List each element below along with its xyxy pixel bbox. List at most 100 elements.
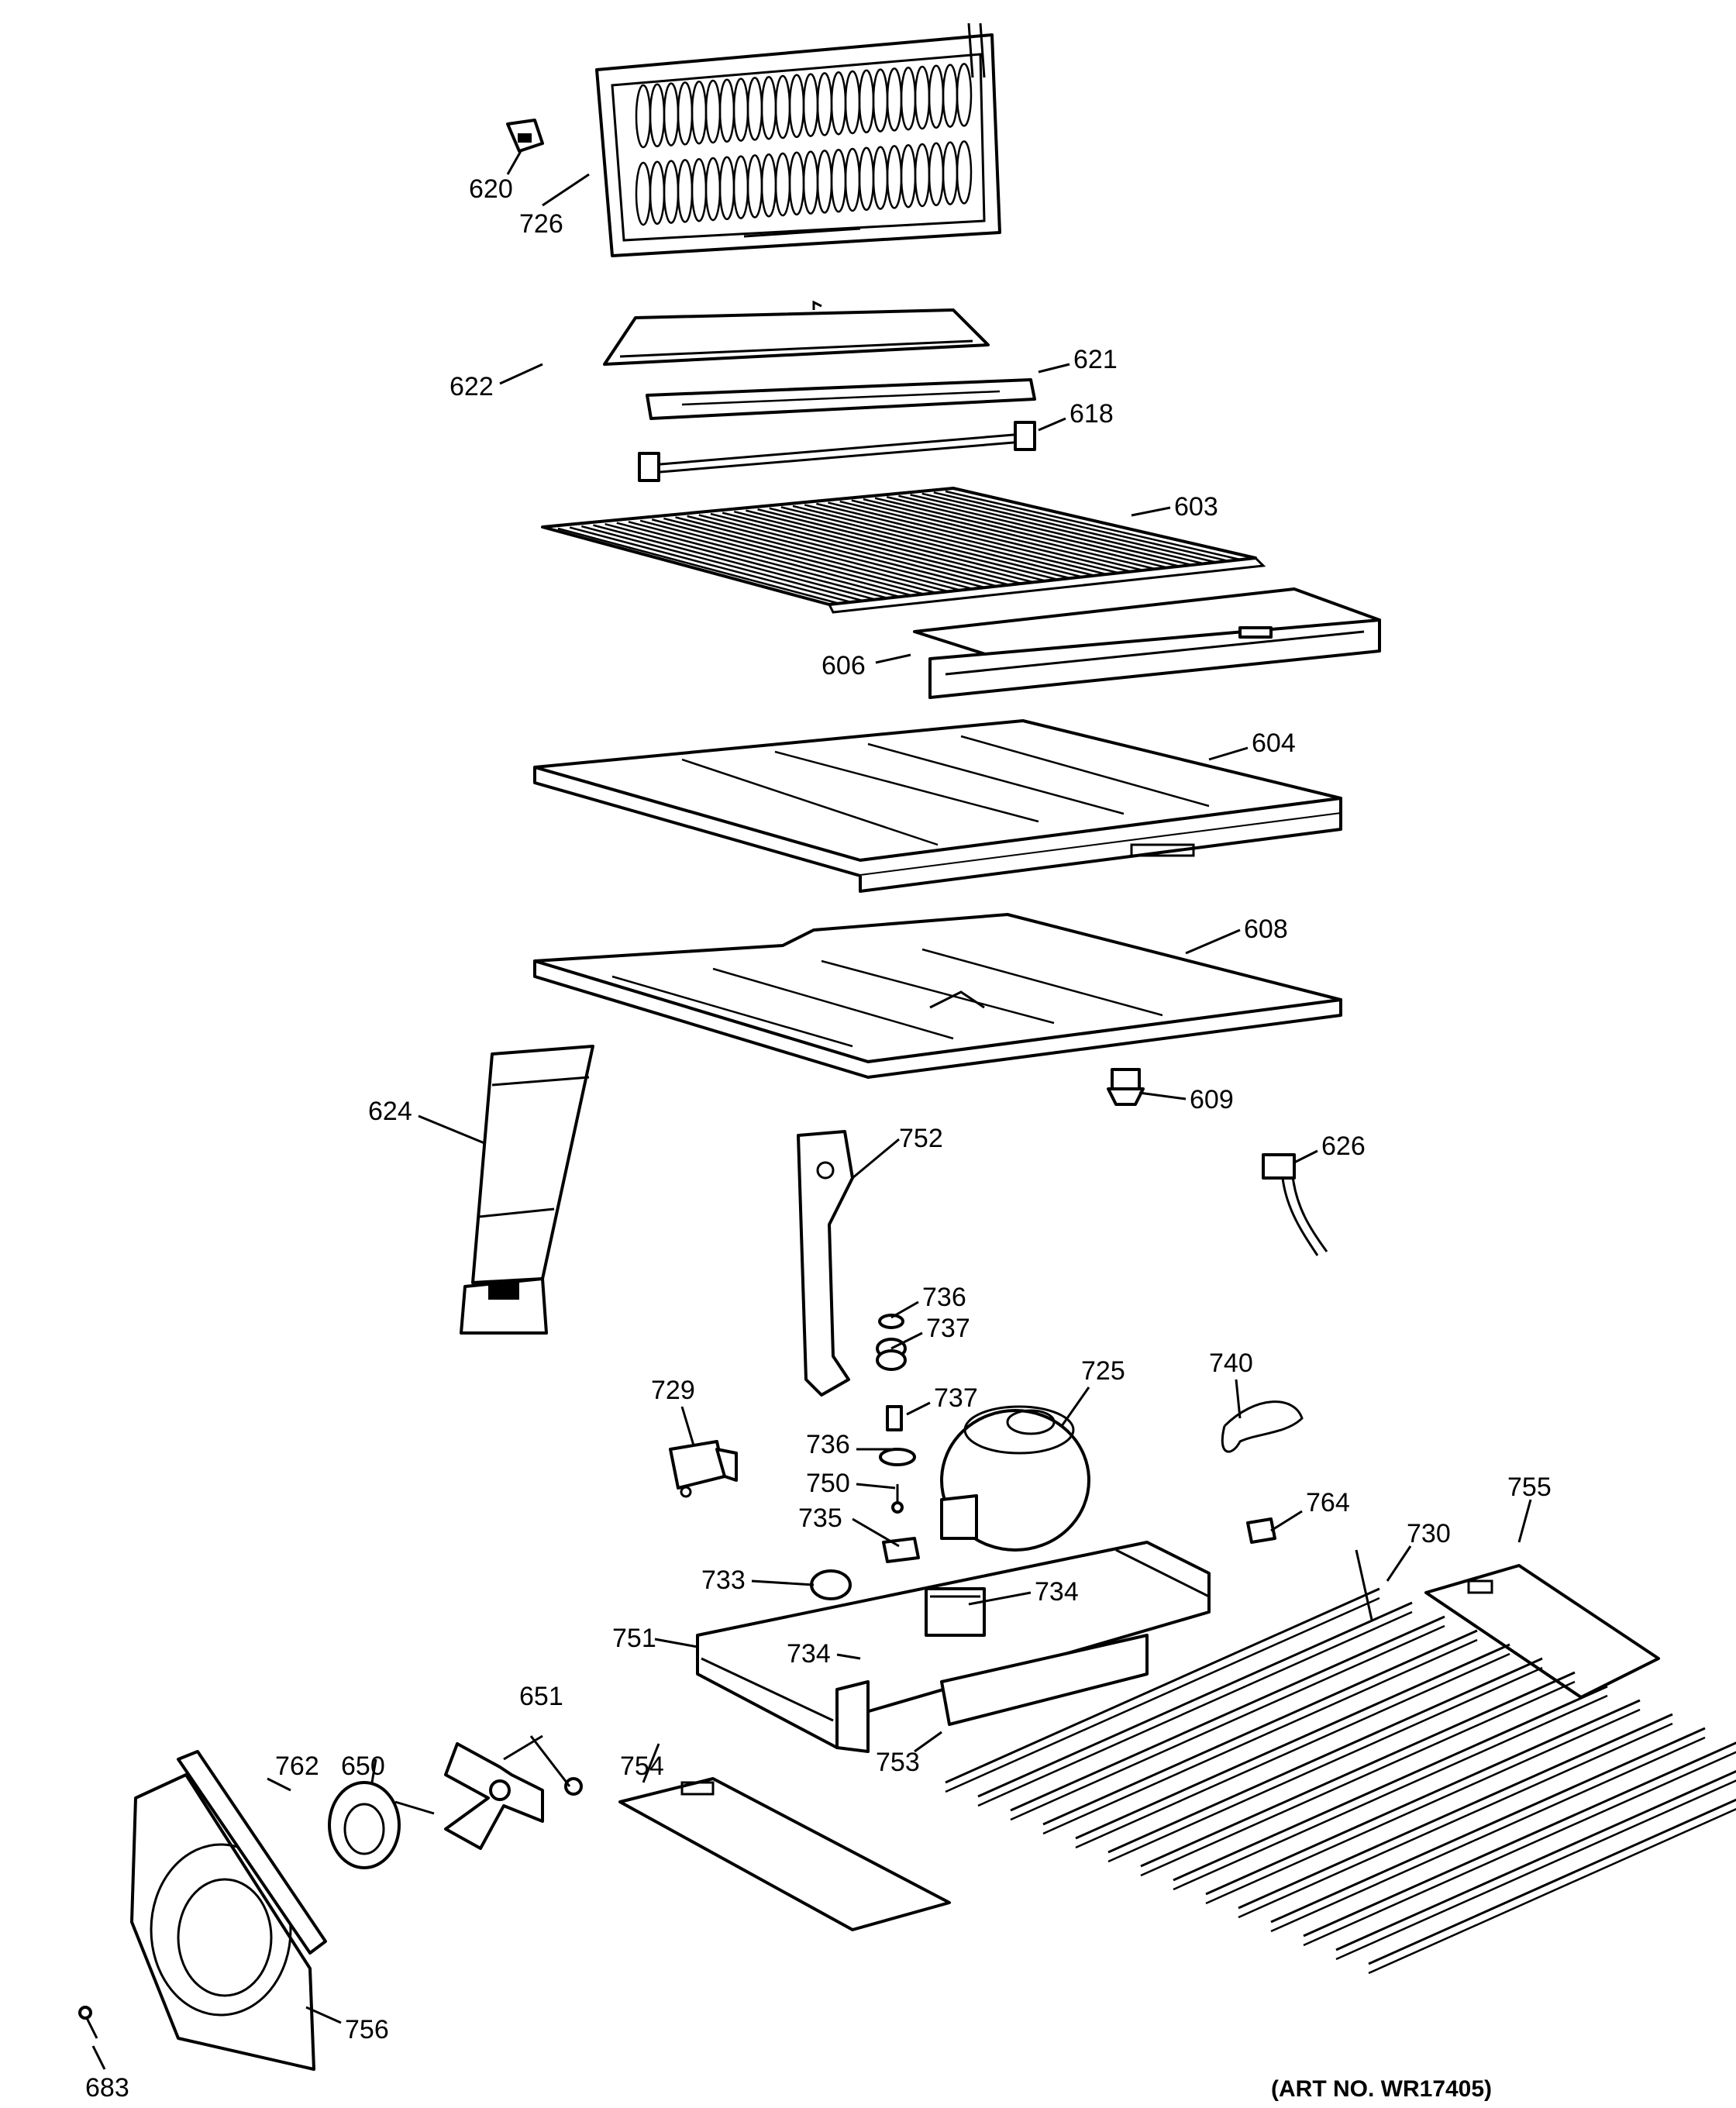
condenser-tube (1335, 1770, 1736, 1951)
drain-pan-608 (533, 913, 1342, 1079)
condenser-tube (945, 1587, 1380, 1784)
wire-harness-740 (1221, 1400, 1304, 1453)
callout-750: 750 (806, 1469, 850, 1498)
grille-rib (698, 514, 984, 588)
grille-603 (541, 487, 1266, 614)
condenser-tube (1140, 1680, 1576, 1877)
relay-729 (669, 1440, 738, 1498)
cover-622 (603, 300, 990, 366)
callout-752: 752 (899, 1124, 943, 1153)
coil-loop (956, 140, 973, 205)
callout-751: 751 (612, 1624, 656, 1653)
overload-733 (810, 1569, 852, 1600)
callout-740: 740 (1209, 1348, 1253, 1378)
grille-rib (569, 526, 850, 603)
condenser-tube (1107, 1666, 1543, 1863)
panel-753 (940, 1634, 1149, 1726)
callout-726: 726 (519, 209, 563, 239)
callout-609: 609 (1190, 1085, 1234, 1114)
grille-rib (746, 509, 1033, 584)
grille-rib (769, 507, 1057, 580)
callout-labels: 620 726 622 621 618 603 606 604 608 609 … (85, 174, 1552, 2103)
condenser-tube (1140, 1671, 1576, 1868)
callout-735: 735 (798, 1504, 842, 1533)
grille-rib (828, 501, 1118, 574)
callout-730: 730 (1407, 1519, 1451, 1548)
condenser-tube (1238, 1722, 1673, 1919)
condenser-tube (1368, 1808, 1736, 1975)
callout-650: 650 (341, 1752, 385, 1781)
grille-rib (851, 499, 1143, 571)
callout-626: 626 (1321, 1132, 1366, 1161)
panel-754 (618, 1777, 951, 1931)
condenser-tube (1107, 1657, 1543, 1854)
callout-764: 764 (1306, 1488, 1350, 1517)
grille-rib (604, 522, 887, 599)
grille-rib (804, 504, 1094, 577)
panel-755 (1424, 1564, 1660, 1699)
fan-shroud-756 (130, 1773, 315, 2071)
callout-683: 683 (85, 2073, 129, 2103)
callout-622: 622 (450, 372, 494, 401)
grille-rib (945, 490, 1241, 561)
grille-rib (675, 516, 959, 591)
compressor-725 (940, 1405, 1090, 1552)
fan-blade-651 (444, 1742, 583, 1850)
callout-734-right: 734 (1035, 1577, 1079, 1607)
condenser-tube (1010, 1615, 1445, 1812)
clip-764 (1246, 1517, 1276, 1544)
grille-rib (933, 491, 1228, 562)
grille-rib (757, 508, 1045, 582)
condenser-tube (977, 1601, 1413, 1798)
cover-735 (882, 1537, 920, 1563)
callout-618: 618 (1070, 399, 1114, 429)
callout-621: 621 (1073, 345, 1118, 374)
callout-755: 755 (1507, 1472, 1552, 1502)
callout-624: 624 (368, 1097, 412, 1126)
callout-603: 603 (1174, 492, 1218, 522)
grille-rib (557, 527, 838, 604)
callout-762: 762 (275, 1752, 319, 1781)
condenser-tube (1075, 1643, 1510, 1840)
grille-rib (580, 525, 862, 601)
condenser-tube (1270, 1727, 1706, 1924)
bracket-621 (646, 378, 1036, 420)
gasket-762 (177, 1750, 327, 1955)
callout-754: 754 (620, 1752, 664, 1781)
condenser-tube (1042, 1629, 1478, 1826)
grille-rib (780, 506, 1070, 579)
coil-loop (956, 63, 973, 127)
callout-608: 608 (1244, 914, 1288, 944)
grille-rib (722, 512, 1008, 586)
callout-604: 604 (1252, 728, 1296, 758)
callout-729: 729 (651, 1376, 695, 1405)
callout-756: 756 (345, 2015, 389, 2044)
condenser-tube (977, 1610, 1413, 1807)
grille-rib (651, 518, 935, 594)
power-cord-626 (1262, 1153, 1328, 1256)
partition-604 (533, 719, 1342, 893)
heater-618 (638, 421, 1036, 482)
condenser-tube (945, 1596, 1380, 1793)
callout-620: 620 (469, 174, 513, 204)
callout-725: 725 (1081, 1356, 1125, 1386)
capacitor-734 (925, 1587, 986, 1637)
grille-rib (874, 497, 1167, 569)
callout-737-lower: 737 (934, 1383, 978, 1413)
grille-rib (616, 522, 899, 598)
grille-rib (898, 494, 1192, 567)
defrost-thermostat-620 (506, 119, 544, 153)
grille-rib (733, 510, 1021, 584)
condenser-tube (1303, 1751, 1736, 1947)
callout-736-upper: 736 (922, 1283, 966, 1312)
grille-rib (816, 502, 1106, 575)
condenser-tube (1010, 1624, 1445, 1821)
base-frame-751 (696, 1541, 1211, 1753)
condenser-730 (945, 1549, 1736, 1975)
evaporator-coil-726 (595, 22, 1001, 257)
condenser-tube (1075, 1652, 1510, 1849)
grille-rib (886, 496, 1180, 567)
fan-motor-650 (328, 1781, 435, 1869)
condenser-tube (1238, 1713, 1673, 1910)
